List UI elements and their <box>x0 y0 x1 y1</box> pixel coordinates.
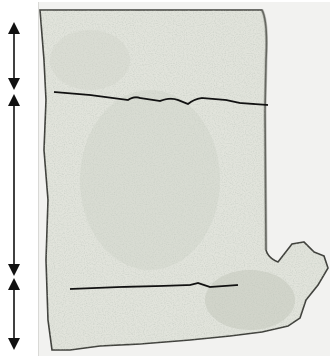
middle-zone-arrowhead-up-icon <box>8 94 20 106</box>
top-zone-arrowhead-down-icon <box>8 78 20 90</box>
middle-zone-arrowhead-down-icon <box>8 264 20 276</box>
bottom-zone-arrowhead-up-icon <box>8 278 20 290</box>
zone-arrows <box>8 22 20 350</box>
bottom-zone-arrowhead-down-icon <box>8 338 20 350</box>
top-zone-arrowhead-up-icon <box>8 22 20 34</box>
